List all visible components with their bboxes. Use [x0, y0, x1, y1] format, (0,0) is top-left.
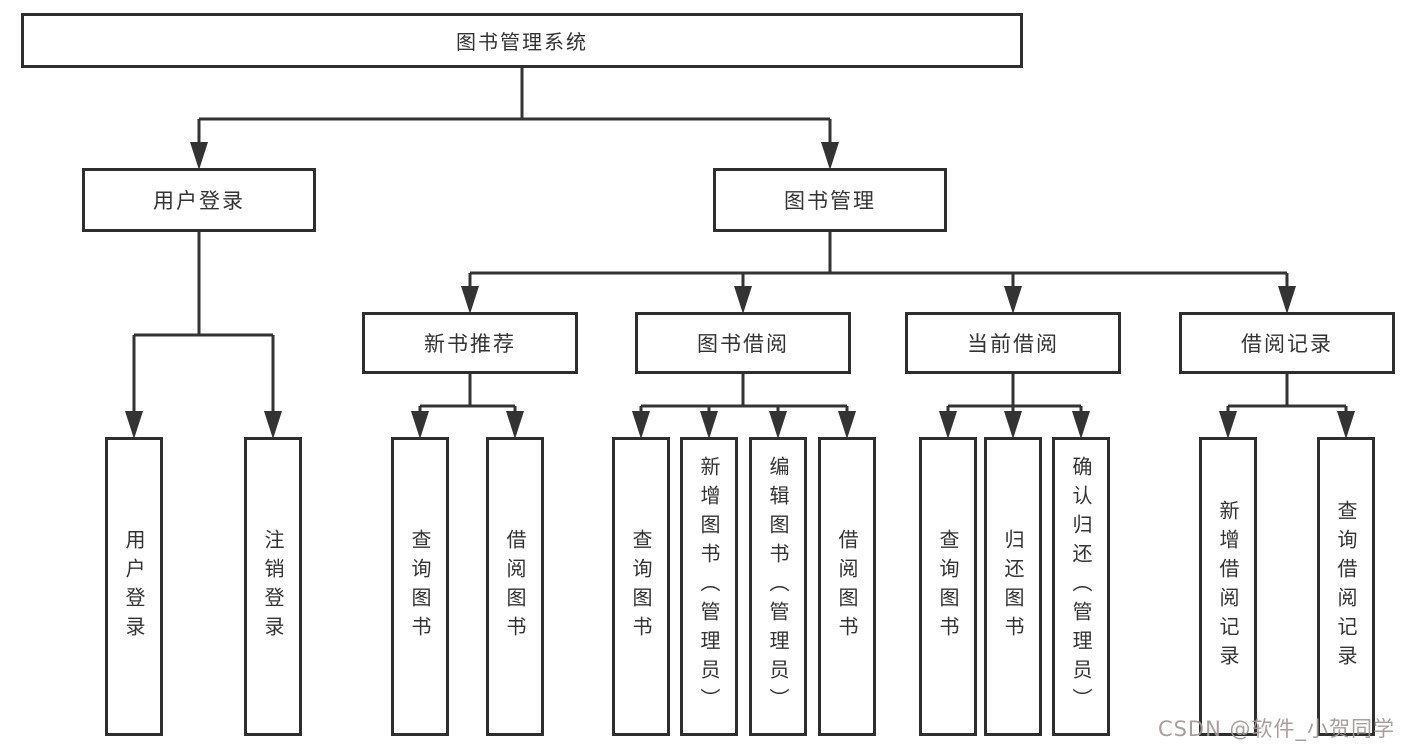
node-user-login-leaf: 用户登录	[105, 437, 163, 736]
node-label: 确认归还（管理员）	[1069, 456, 1093, 717]
node-bb-edit: 编辑图书（管理员）	[749, 437, 807, 736]
node-label: 查询图书	[629, 528, 653, 645]
watermark: CSDN @软件_小贺同学	[1157, 717, 1395, 741]
node-br-add: 新增借阅记录	[1199, 437, 1257, 736]
node-label: 借阅记录	[1241, 332, 1333, 356]
node-nb-borrow: 借阅图书	[486, 437, 544, 736]
node-label: 注销登录	[261, 528, 285, 645]
node-cb-confirm: 确认归还（管理员）	[1052, 437, 1110, 736]
node-br-query: 查询借阅记录	[1317, 437, 1375, 736]
node-label: 借阅图书	[835, 528, 859, 645]
node-label: 新增借阅记录	[1216, 499, 1240, 674]
node-bb-borrow: 借阅图书	[818, 437, 876, 736]
node-label: 借阅图书	[503, 528, 527, 645]
node-label: 新增图书（管理员）	[697, 456, 721, 717]
node-nb-query: 查询图书	[391, 437, 449, 736]
node-label: 用户登录	[122, 528, 146, 645]
node-root: 图书管理系统	[21, 13, 1023, 68]
node-bb-add: 新增图书（管理员）	[680, 437, 738, 736]
node-new-book-rec: 新书推荐	[362, 312, 578, 374]
node-bb-query: 查询图书	[612, 437, 670, 736]
node-book-mgmt: 图书管理	[713, 168, 947, 232]
node-label: 归还图书	[1001, 528, 1025, 645]
node-label: 图书管理	[784, 189, 876, 213]
node-label: 当前借阅	[967, 332, 1059, 356]
node-label: 图书管理系统	[456, 30, 588, 54]
node-label: 新书推荐	[424, 332, 516, 356]
node-user-login: 用户登录	[82, 168, 316, 232]
node-logout-leaf: 注销登录	[244, 437, 302, 736]
node-cb-return: 归还图书	[984, 437, 1042, 736]
node-label: 编辑图书（管理员）	[766, 456, 790, 717]
node-label: 查询图书	[408, 528, 432, 645]
node-borrow-records: 借阅记录	[1179, 312, 1395, 374]
node-label: 查询图书	[936, 528, 960, 645]
node-label: 用户登录	[153, 189, 245, 213]
node-label: 图书借阅	[697, 332, 789, 356]
node-book-borrow: 图书借阅	[635, 312, 851, 374]
node-label: 查询借阅记录	[1334, 499, 1358, 674]
node-current-borrow: 当前借阅	[905, 312, 1121, 374]
node-cb-query: 查询图书	[919, 437, 977, 736]
